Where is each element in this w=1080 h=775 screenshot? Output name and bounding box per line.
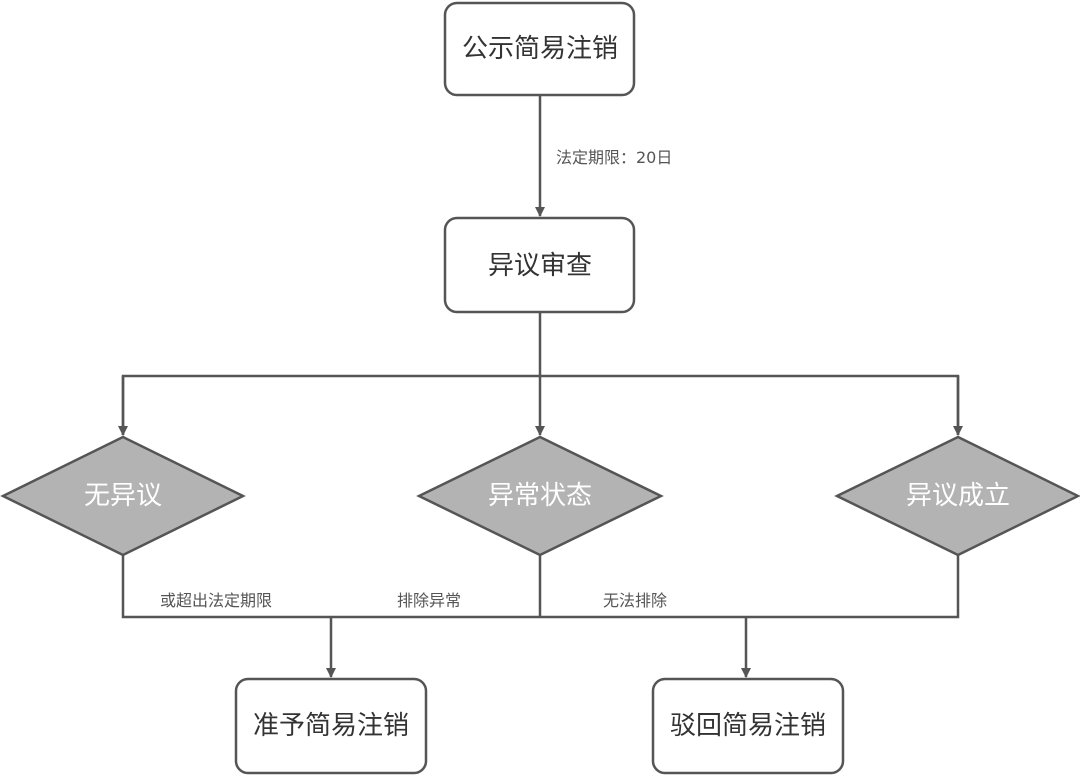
decision-objection-valid-label: 异议成立 (906, 481, 1010, 511)
node-publish-label: 公示简易注销 (462, 34, 618, 64)
decision-objection-valid: 异议成立 (834, 435, 1080, 557)
decision-abnormal: 异常状态 (416, 435, 664, 557)
decision-abnormal-label: 异常状态 (488, 481, 592, 511)
edge-label-overdue: 或超出法定期限 (160, 591, 272, 610)
edge-label-resolved: 排除异常 (397, 591, 461, 610)
node-approve-label: 准予简易注销 (253, 711, 409, 741)
edge-label-period: 法定期限：20日 (556, 148, 672, 167)
node-review-label: 异议审查 (488, 251, 592, 281)
node-publish: 公示简易注销 (443, 1, 636, 97)
decision-no-objection: 无异议 (0, 435, 246, 557)
node-reject: 驳回简易注销 (651, 677, 845, 775)
node-review: 异议审查 (443, 216, 636, 314)
edge-label-unresolved: 无法排除 (603, 591, 667, 610)
node-reject-label: 驳回简易注销 (670, 711, 826, 741)
node-approve: 准予简易注销 (234, 677, 428, 775)
decision-no-objection-label: 无异议 (84, 481, 162, 511)
